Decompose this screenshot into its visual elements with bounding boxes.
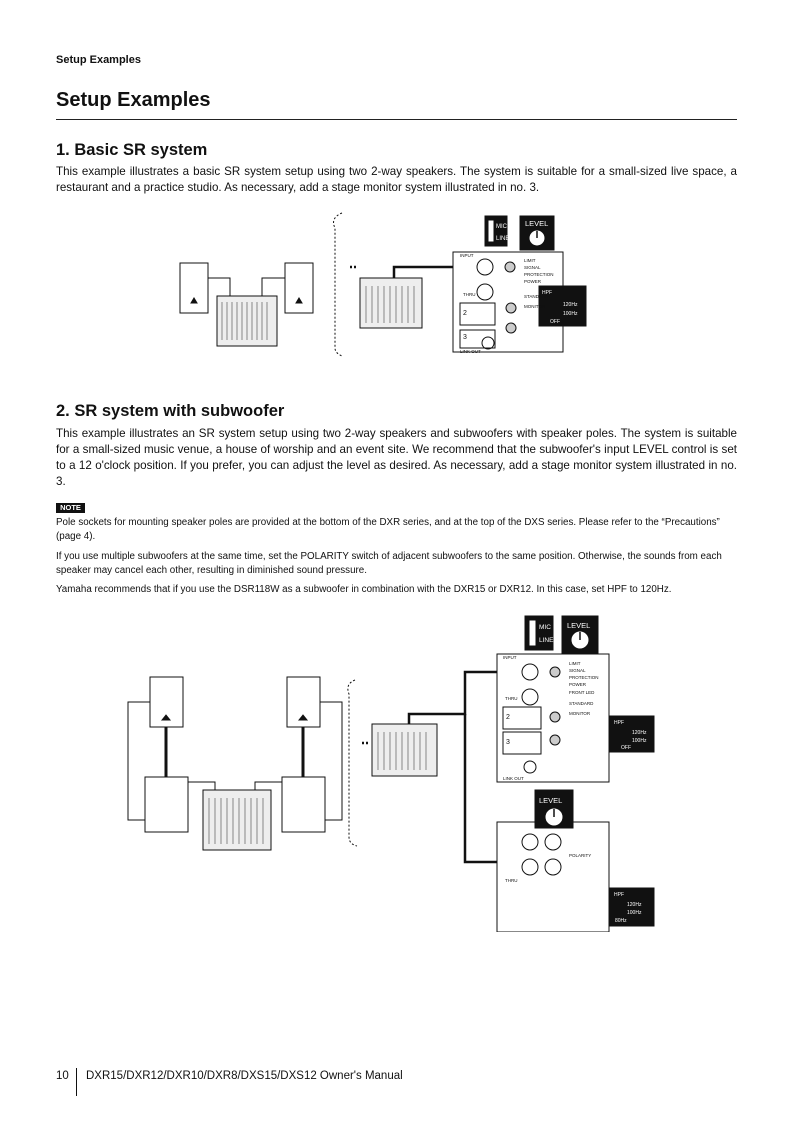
section-1-heading: 1. Basic SR system (56, 141, 208, 159)
line-label: LINE (496, 236, 509, 242)
ch3-label: 3 (463, 334, 467, 341)
ch2-label-2: 2 (506, 714, 510, 721)
hpf-label-3: HPF (614, 892, 624, 898)
mixer-detail (371, 723, 438, 777)
right-speaker (284, 262, 314, 314)
mixer (202, 789, 272, 851)
note-item-2: If you use multiple subwoofers at the sa… (56, 551, 722, 576)
link-out-label: LINK OUT (460, 349, 481, 354)
front-led-label: FRONT LED (569, 690, 595, 695)
standard-label: STANDARD (524, 294, 549, 299)
line-label-2: LINE (539, 637, 554, 644)
note-badge: NOTE (56, 503, 85, 513)
ch3-label-2: 3 (506, 739, 510, 746)
hpf-label: HPF (542, 290, 552, 296)
section-2-body: This example illustrates an SR system se… (56, 427, 737, 488)
lower-rear-panel (496, 821, 610, 932)
monitor-label-2: MONITOR (569, 711, 591, 716)
led-power-label-2: POWER (569, 682, 587, 687)
led-power-label: POWER (524, 279, 542, 284)
page-title: Setup Examples (56, 89, 211, 111)
hpf-label-2: HPF (614, 720, 624, 726)
mixer-detail (359, 277, 423, 329)
left-subwoofer (144, 776, 189, 833)
right-subwoofer (281, 776, 326, 833)
hz80-label-3: 80Hz (615, 918, 627, 924)
hz120-label: 120Hz (563, 302, 578, 308)
off-label: OFF (550, 319, 560, 325)
hz120-label-2: 120Hz (632, 730, 647, 736)
led-limit-label: LIMIT (524, 258, 536, 263)
hz100-label-2: 100Hz (632, 738, 647, 744)
hz120-label-3: 120Hz (627, 902, 642, 908)
running-head: Setup Examples (56, 54, 141, 66)
note-item-3: Yamaha recommends that if you use the DS… (56, 584, 672, 595)
subwoofer-system-diagram: MIC LINE LEVEL HPF 120Hz 100Hz OFF LEVEL… (127, 615, 655, 932)
standard-label-2: STANDARD (569, 701, 594, 706)
note-item-1: Pole sockets for mounting speaker poles … (56, 517, 720, 542)
section-2-heading: 2. SR system with subwoofer (56, 402, 285, 420)
led-protection-label: PROTECTION (524, 272, 554, 277)
mic-label: MIC (496, 224, 508, 230)
led-limit-label-2: LIMIT (569, 661, 581, 666)
manual-title: DXR15/DXR12/DXR10/DXR8/DXS15/DXS12 Owner… (86, 1070, 403, 1082)
level-label: LEVEL (525, 219, 548, 228)
input-label: INPUT (460, 253, 474, 258)
title-rule (56, 119, 737, 120)
led-signal-label-2: SIGNAL (569, 668, 586, 673)
thru-label-3: THRU (505, 878, 518, 883)
led-protection-label-2: PROTECTION (569, 675, 599, 680)
polarity-label: POLARITY (569, 853, 591, 858)
page-number: 10 (56, 1070, 69, 1082)
level-label-3: LEVEL (539, 796, 562, 805)
thru-label-2: THRU (505, 696, 518, 701)
left-speaker (179, 262, 209, 314)
hz100-label-3: 100Hz (627, 910, 642, 916)
monitor-label: MONITOR (524, 304, 546, 309)
thru-label: THRU (463, 292, 476, 297)
input-label-2: INPUT (503, 655, 517, 660)
ch2-label: 2 (463, 310, 467, 317)
level-label-2: LEVEL (567, 621, 590, 630)
off-label-2: OFF (621, 745, 631, 751)
footer-divider (76, 1068, 77, 1096)
section-1-body: This example illustrates a basic SR syst… (56, 165, 737, 194)
led-signal-label: SIGNAL (524, 265, 541, 270)
mic-label-2: MIC (539, 624, 551, 631)
link-out-label-2: LINK OUT (503, 776, 524, 781)
basic-sr-system-diagram: MIC LINE LEVEL HPF 120Hz 100Hz OFF INPUT… (179, 212, 587, 357)
hz100-label: 100Hz (563, 311, 578, 317)
